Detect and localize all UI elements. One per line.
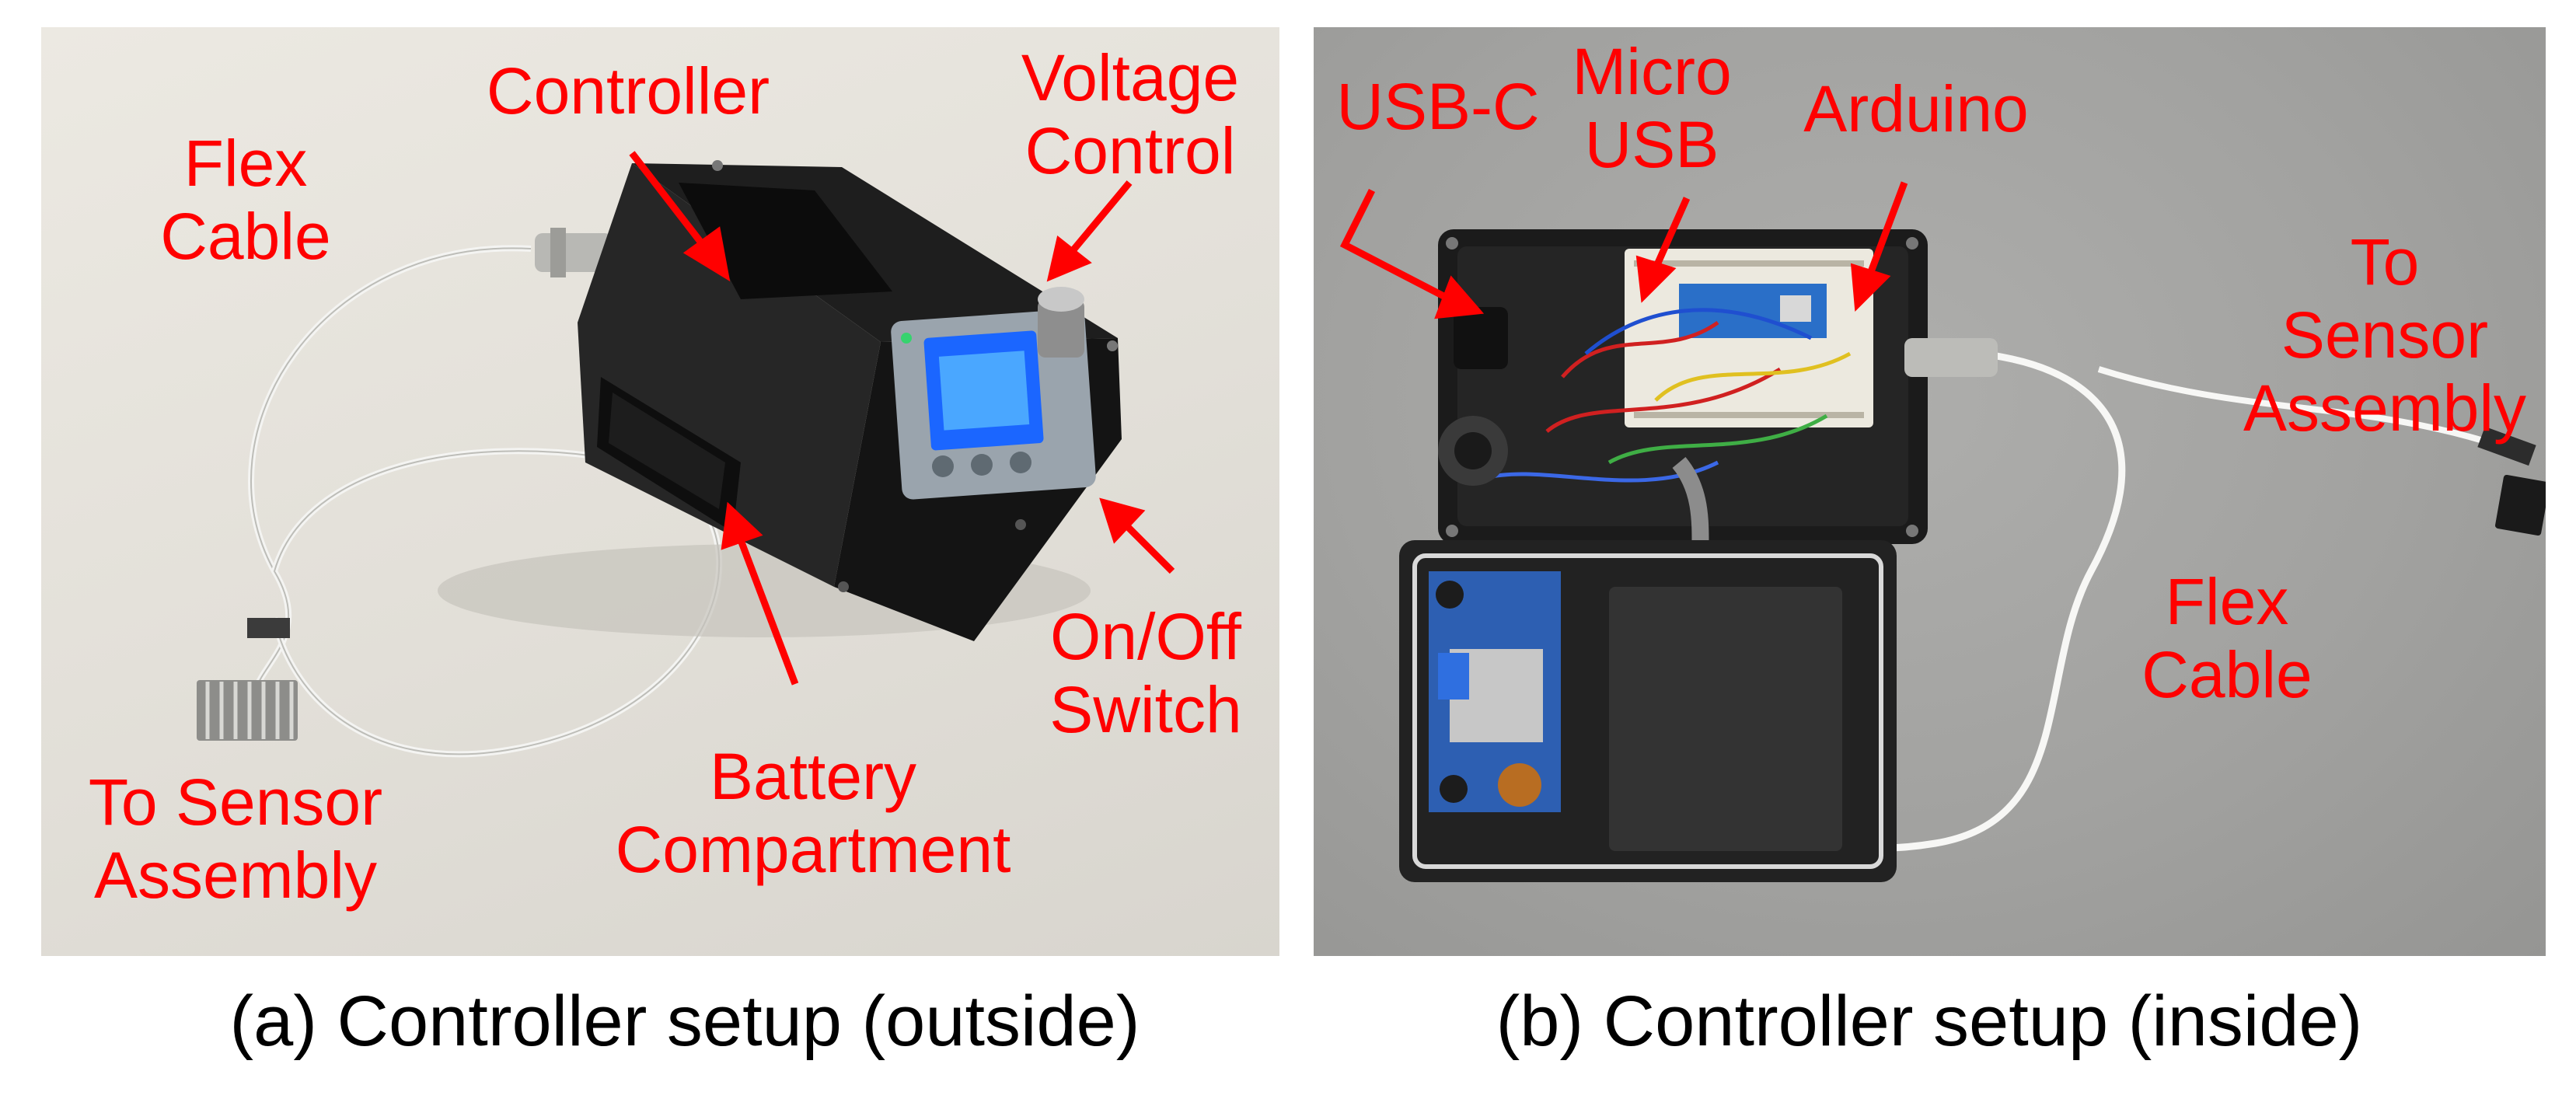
label-to-sensor-assembly-b: To Sensor Assembly [2243,225,2527,445]
label-micro-usb: Micro USB [1572,35,1732,182]
label-battery-compartment: Battery Compartment [615,740,1011,887]
label-voltage-control: Voltage Control [1021,41,1240,188]
label-controller: Controller [486,54,770,127]
label-to-sensor-assembly: To Sensor Assembly [88,766,383,912]
controller-inside-photo [1339,181,2546,882]
label-usb-c: USB-C [1336,70,1540,143]
caption-outside: (a) Controller setup (outside) [229,982,1140,1061]
photo-controller-outside: Flex Cable Controller Voltage Control On… [41,27,1279,956]
controller-outside-photo [197,151,1175,758]
caption-inside: (b) Controller setup (inside) [1496,982,2363,1061]
label-flex-cable: Flex Cable [160,127,331,274]
label-on-off-switch: On/Off Switch [1049,600,1242,747]
label-flex-cable-b: Flex Cable [2141,565,2312,712]
photo-controller-inside: USB-C Micro USB Arduino To Sensor Assemb… [1314,27,2546,956]
label-arduino: Arduino [1803,72,2029,145]
